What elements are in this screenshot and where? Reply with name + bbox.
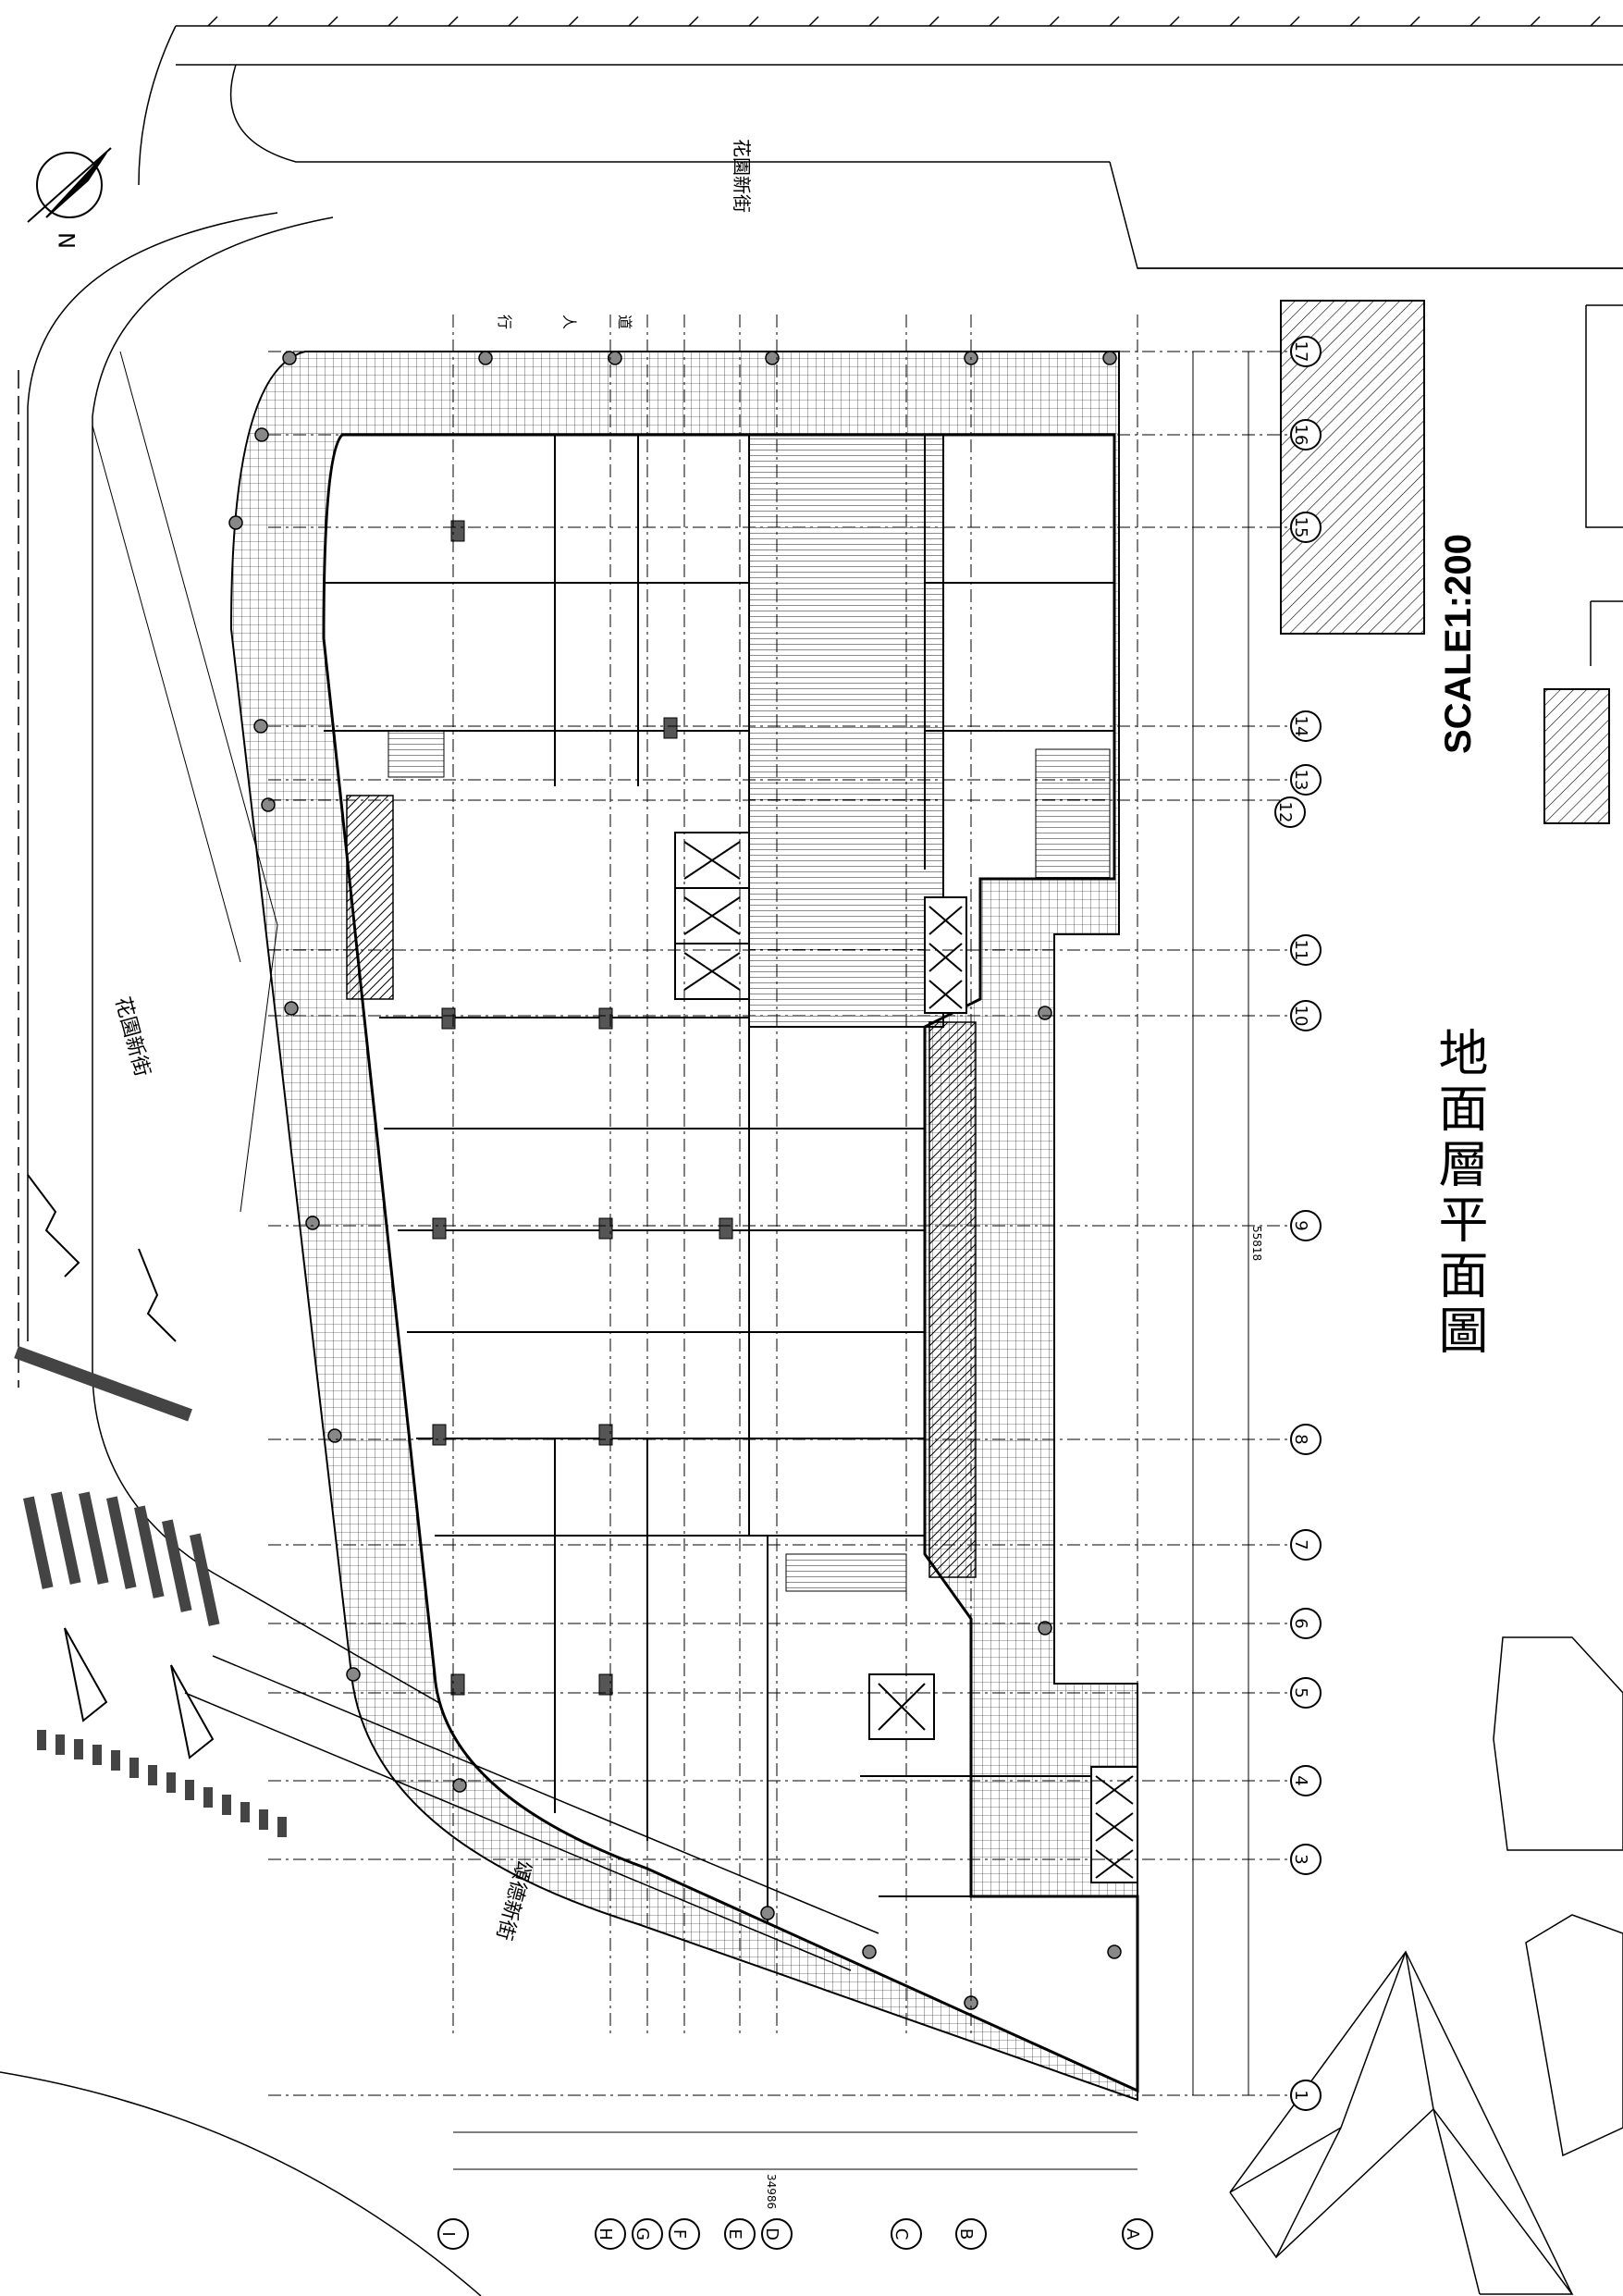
svg-text:N: N xyxy=(55,232,80,249)
columns xyxy=(432,520,733,1696)
grid-row-label: 4 xyxy=(1291,1775,1310,1785)
grid-row-label: 12 xyxy=(1275,802,1295,823)
grid-row-label: 15 xyxy=(1291,517,1310,538)
grid-row-label: 14 xyxy=(1291,716,1310,737)
grid-row-bubbles xyxy=(1274,336,1322,2111)
svg-text:道: 道 xyxy=(616,315,633,329)
street-label-top: 花園新街 xyxy=(731,139,753,213)
grid-row-label: 10 xyxy=(1291,1006,1310,1027)
road-triangles xyxy=(64,1627,215,1759)
total-dimension: 55818 xyxy=(1250,1226,1263,1261)
top-road xyxy=(138,25,1623,269)
grid-col-label: H xyxy=(596,2228,615,2240)
scale-label: SCALE1:200 xyxy=(1438,534,1479,754)
grid-col-label: B xyxy=(956,2228,976,2240)
plant-room-blocks xyxy=(924,896,1138,1883)
grid-row-label: 16 xyxy=(1291,425,1310,446)
grid-row-label: 9 xyxy=(1291,1220,1310,1230)
grid-col-label: I xyxy=(438,2231,458,2236)
grid-col-label: G xyxy=(633,2228,652,2240)
grid-col-label: A xyxy=(1123,2228,1142,2240)
grid-row-label: 8 xyxy=(1291,1434,1310,1444)
grid-row-label: 7 xyxy=(1291,1539,1310,1549)
staircase xyxy=(387,730,1111,1592)
grid-lines-vertical xyxy=(452,315,1138,2035)
street-label-left: 花園新街 xyxy=(110,994,154,1079)
grid-col-bubbles xyxy=(437,2218,1153,2250)
drawing-title: 地面層平面圖 xyxy=(1430,1027,1488,1360)
grid-row-label: 13 xyxy=(1291,770,1310,791)
grid-row-label: 11 xyxy=(1291,940,1310,961)
grid-row-label: 17 xyxy=(1291,341,1310,363)
zebra-crossing xyxy=(14,1346,287,1837)
parking-ramp xyxy=(748,434,944,1028)
grid-col-label: C xyxy=(891,2228,911,2240)
road-arrows xyxy=(27,1174,177,1342)
street-label-bottom: 頌德新街 xyxy=(491,1858,535,1942)
parking-bay-small xyxy=(1543,688,1610,824)
grid-row-labels: 17 16 15 14 13 12 11 10 9 8 7 6 5 4 3 1 xyxy=(1275,341,1310,2101)
grid-row-label: 1 xyxy=(1291,2090,1310,2100)
grid-row-label: 3 xyxy=(1291,1854,1310,1864)
herringbone-strip xyxy=(928,1021,977,1578)
bottom-street xyxy=(0,1655,879,2296)
grid-col-label: D xyxy=(762,2228,781,2240)
total-dimension-b: 34986 xyxy=(765,2174,778,2209)
top-road-ticks xyxy=(207,16,1601,27)
grid-lines-horizontal xyxy=(268,351,1295,2096)
adjacent-buildings xyxy=(1229,304,1623,2295)
left-road xyxy=(18,212,584,1786)
north-arrow-icon: N xyxy=(27,147,112,249)
perimeter-columns xyxy=(228,351,1122,2010)
svg-text:行: 行 xyxy=(496,315,513,329)
grid-row-label: 5 xyxy=(1291,1687,1310,1697)
grid-col-label: E xyxy=(725,2228,744,2239)
grid-col-label: F xyxy=(670,2229,689,2239)
grid-row-label: 6 xyxy=(1291,1618,1310,1628)
dimension-lines xyxy=(453,352,1249,2170)
svg-text:人: 人 xyxy=(560,315,578,329)
planter-left xyxy=(346,795,394,1000)
elevator-core xyxy=(674,832,935,1740)
walkway-label: 行 人 道 xyxy=(496,315,633,329)
